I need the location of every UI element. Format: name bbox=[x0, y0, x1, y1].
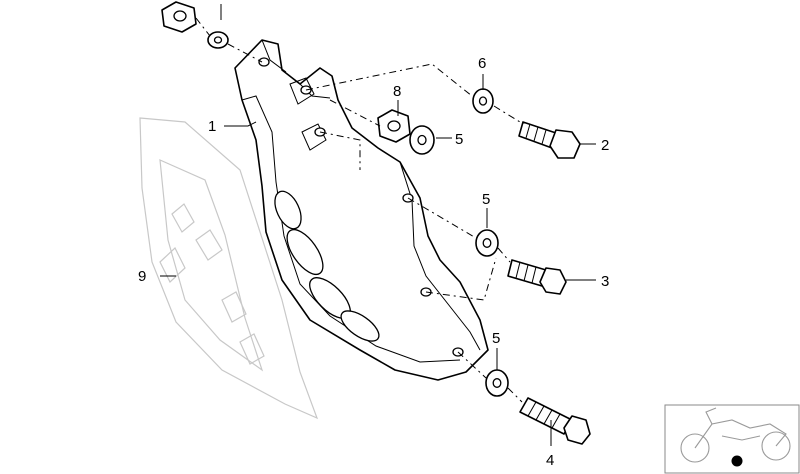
motorcycle-silhouette-icon bbox=[680, 407, 791, 463]
part-3-bolt bbox=[507, 259, 567, 295]
callout-9: 9 bbox=[138, 268, 146, 285]
part-4-bolt bbox=[519, 397, 591, 445]
callout-8: 8 bbox=[393, 83, 401, 100]
top-washer bbox=[207, 31, 229, 49]
callout-2: 2 bbox=[601, 137, 609, 154]
part-1-engine-guard bbox=[234, 39, 489, 381]
part-8-nut bbox=[377, 109, 411, 143]
assembly-axis-lines bbox=[195, 17, 523, 403]
part-9-cover-plate bbox=[139, 117, 319, 420]
part-5-washer-middle bbox=[475, 229, 499, 257]
part-5-washer-upper bbox=[409, 125, 435, 155]
callout-3: 3 bbox=[601, 273, 609, 290]
callout-1: 1 bbox=[208, 118, 216, 135]
top-nut bbox=[161, 1, 197, 33]
part-5-washer-lower bbox=[485, 369, 509, 397]
callout-5-lower: 5 bbox=[492, 330, 500, 347]
location-marker-dot bbox=[731, 455, 743, 467]
callout-6: 6 bbox=[478, 55, 486, 72]
callout-5-middle: 5 bbox=[482, 191, 490, 208]
vehicle-locator-thumbnail bbox=[664, 404, 800, 474]
callout-4: 4 bbox=[546, 452, 554, 469]
part-2-bolt bbox=[518, 121, 581, 159]
callout-5-upper: 5 bbox=[455, 131, 463, 148]
leader-lines bbox=[160, 4, 596, 446]
part-6-washer bbox=[472, 88, 494, 114]
